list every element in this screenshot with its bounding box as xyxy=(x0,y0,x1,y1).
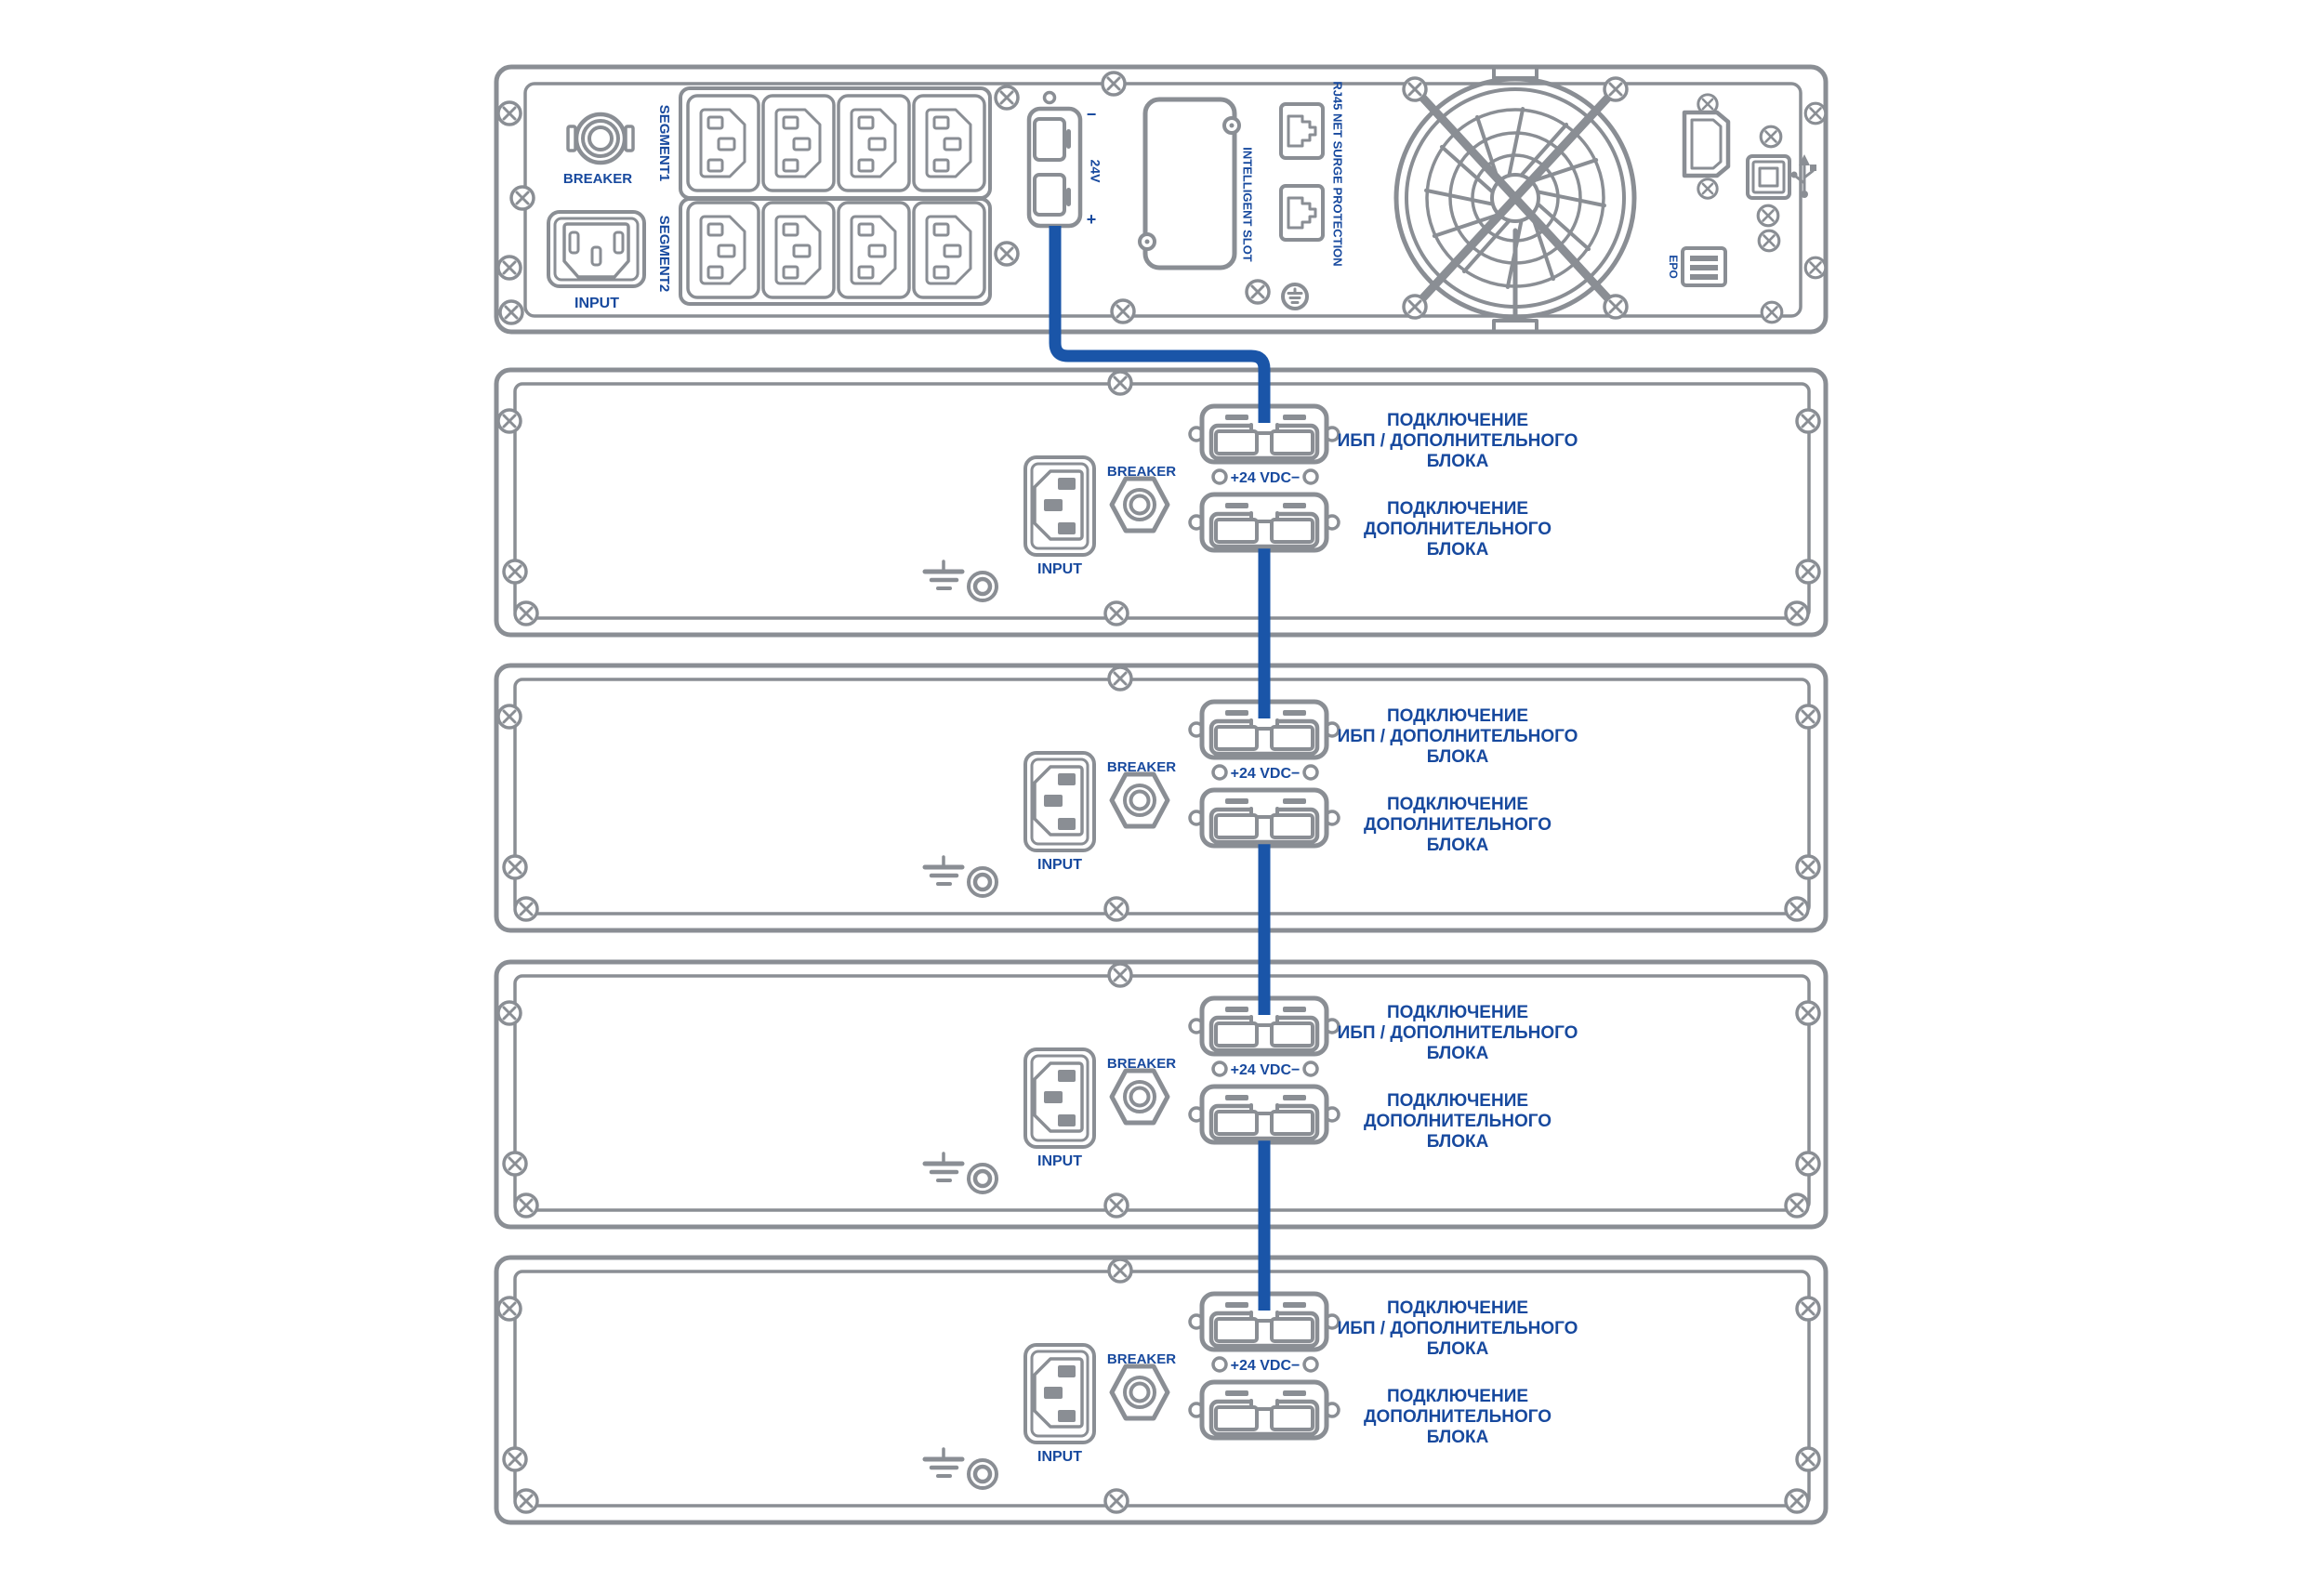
connect-extra-line: ПОДКЛЮЧЕНИЕ xyxy=(1387,499,1528,519)
epo-terminal xyxy=(1681,246,1727,287)
fan-icon xyxy=(1393,65,1637,334)
connect-ups-line: БЛОКА xyxy=(1427,1044,1489,1063)
ups-input-label: INPUT xyxy=(574,296,619,311)
connect-ups-line: ИБП / ДОПОЛНИТЕЛЬНОГО xyxy=(1338,1319,1578,1338)
connect-ups-line: ПОДКЛЮЧЕНИЕ xyxy=(1387,411,1528,430)
connect-ups-line: ИБП / ДОПОЛНИТЕЛЬНОГО xyxy=(1338,431,1578,451)
pack-dc-label: +24 VDC− xyxy=(1231,766,1301,782)
battery-pack-2 xyxy=(496,665,1826,930)
dc-cable-ups-to-pack1 xyxy=(1049,226,1271,453)
connect-extra-line: ДОПОЛНИТЕЛЬНОГО xyxy=(1364,520,1552,539)
battery-pack-1-labels: BREAKER INPUT +24 VDC− ПОДКЛЮЧЕНИЕ ИБП /… xyxy=(1037,411,1578,577)
connect-ups-line: ПОДКЛЮЧЕНИЕ xyxy=(1387,706,1528,726)
ups-breaker-label: BREAKER xyxy=(563,171,632,187)
dc-plus-label: + xyxy=(1087,210,1097,229)
battery-pack-3 xyxy=(496,962,1826,1227)
ups-dc-output-port xyxy=(1026,90,1083,229)
segment2-label: SEGMENT2 xyxy=(656,216,672,293)
connect-ups-line: БЛОКА xyxy=(1427,1339,1489,1359)
ups-breaker xyxy=(566,112,635,165)
epo-label: EPO xyxy=(1667,255,1680,278)
pack-input-label: INPUT xyxy=(1037,1449,1082,1465)
connect-extra-line: ДОПОЛНИТЕЛЬНОГО xyxy=(1364,1112,1552,1131)
pack-dc-label: +24 VDC− xyxy=(1231,1062,1301,1078)
intelligent-slot-label: INTELLIGENT SLOT xyxy=(1241,147,1255,262)
connect-ups-line: ПОДКЛЮЧЕНИЕ xyxy=(1387,1003,1528,1022)
pack-input-label: INPUT xyxy=(1037,857,1082,873)
dc-voltage-label: 24V xyxy=(1088,160,1103,184)
connect-ups-line: БЛОКА xyxy=(1427,747,1489,767)
connect-extra-line: БЛОКА xyxy=(1427,540,1489,560)
pack-input-label: INPUT xyxy=(1037,561,1082,577)
ground-screw-icon xyxy=(1281,283,1309,310)
connect-ups-line: ПОДКЛЮЧЕНИЕ xyxy=(1387,1298,1528,1318)
connect-extra-line: ПОДКЛЮЧЕНИЕ xyxy=(1387,1091,1528,1111)
battery-pack-4 xyxy=(496,1258,1826,1522)
pack-breaker-label: BREAKER xyxy=(1107,1351,1176,1367)
segment1-label: SEGMENT1 xyxy=(656,105,672,182)
connect-ups-line: БЛОКА xyxy=(1427,452,1489,471)
pack-dc-label: +24 VDC− xyxy=(1231,1358,1301,1374)
connect-extra-line: ПОДКЛЮЧЕНИЕ xyxy=(1387,795,1528,814)
rj45-label: RJ45 NET SURGE PROTECTION xyxy=(1331,81,1345,266)
ups-input-socket xyxy=(547,210,646,288)
connect-extra-line: БЛОКА xyxy=(1427,1428,1489,1447)
connect-extra-line: ПОДКЛЮЧЕНИЕ xyxy=(1387,1387,1528,1406)
connect-ups-line: ИБП / ДОПОЛНИТЕЛЬНОГО xyxy=(1338,1023,1578,1043)
usb-icon xyxy=(1790,154,1816,198)
connect-extra-line: БЛОКА xyxy=(1427,836,1489,855)
pack-breaker-label: BREAKER xyxy=(1107,1056,1176,1072)
pack-breaker-label: BREAKER xyxy=(1107,759,1176,775)
connect-extra-line: БЛОКА xyxy=(1427,1132,1489,1152)
ups-rear-panel: BREAKER INPUT SEGMENT1 SEGMENT2 xyxy=(494,64,1829,335)
connect-extra-line: ДОПОЛНИТЕЛЬНОГО xyxy=(1364,1407,1552,1427)
connect-ups-line: ИБП / ДОПОЛНИТЕЛЬНОГО xyxy=(1338,727,1578,746)
intelligent-slot xyxy=(1138,97,1241,270)
battery-pack-3-labels: BREAKER INPUT +24 VDC− ПОДКЛЮЧЕНИЕ ИБП /… xyxy=(1037,1003,1578,1169)
usb-port xyxy=(1746,154,1791,200)
battery-pack-2-labels: BREAKER INPUT +24 VDC− ПОДКЛЮЧЕНИЕ ИБП /… xyxy=(1037,706,1578,873)
dc-cables xyxy=(1049,226,1271,1340)
pack-input-label: INPUT xyxy=(1037,1153,1082,1169)
serial-db9-port xyxy=(1682,110,1731,178)
dc-minus-label: − xyxy=(1087,105,1097,124)
battery-pack-4-labels: BREAKER INPUT +24 VDC− ПОДКЛЮЧЕНИЕ ИБП /… xyxy=(1037,1298,1578,1465)
connect-extra-line: ДОПОЛНИТЕЛЬНОГО xyxy=(1364,815,1552,835)
outlet-grid xyxy=(679,86,992,306)
battery-pack-1 xyxy=(496,370,1826,635)
pack-dc-label: +24 VDC− xyxy=(1231,470,1301,486)
pack-breaker-label: BREAKER xyxy=(1107,464,1176,480)
